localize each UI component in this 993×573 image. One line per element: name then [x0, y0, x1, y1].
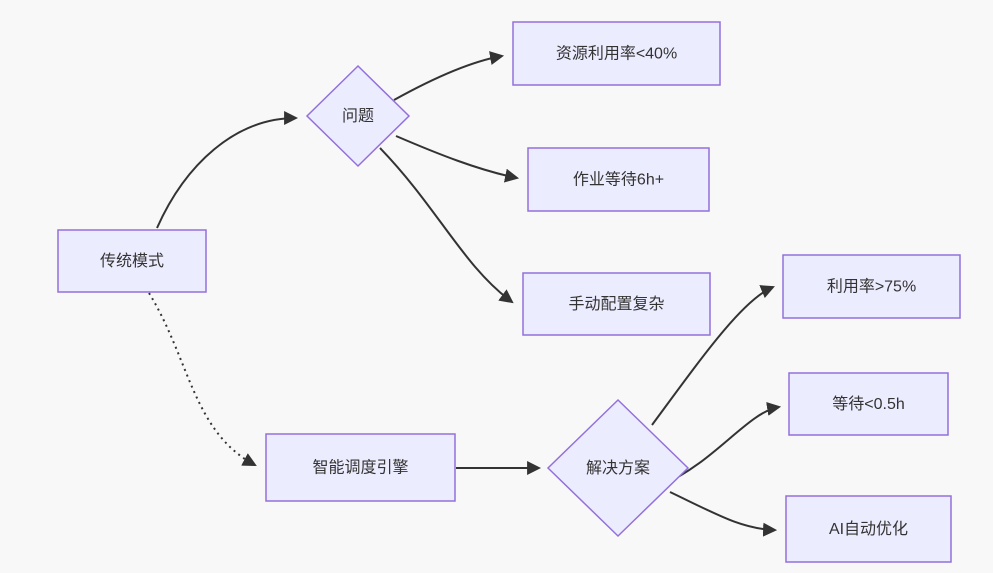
engine-box-shape: [265, 433, 456, 502]
node-wait05: 等待<0.5h: [788, 372, 949, 436]
problem-diamond-shape: [305, 64, 411, 168]
node-util75: 利用率>75%: [782, 254, 961, 319]
traditional-box-shape: [57, 229, 207, 293]
node-wait6h: 作业等待6h+: [527, 147, 710, 212]
node-engine: 智能调度引擎: [265, 433, 456, 502]
manual-box-shape: [522, 272, 711, 336]
node-label: 智能调度引擎: [312, 459, 408, 477]
node-solution: 解决方案: [546, 398, 690, 538]
node-label: 传统模式: [100, 252, 164, 270]
edge-problem-manual: [379, 147, 514, 304]
node-label: 利用率>75%: [827, 278, 916, 296]
edge-solution-aiopt: [669, 491, 778, 537]
wait6h-box-shape: [527, 147, 710, 212]
wait05-box-shape: [788, 372, 949, 436]
util40-box-shape: [512, 21, 721, 86]
node-util40: 资源利用率<40%: [512, 21, 721, 86]
node-traditional: 传统模式: [57, 229, 207, 293]
edge-solution-util75: [651, 285, 775, 426]
node-problem: 问题: [305, 64, 411, 168]
edge-traditional-problem: [156, 111, 299, 229]
node-label: 等待<0.5h: [832, 395, 905, 413]
node-label: 手动配置复杂: [568, 295, 664, 313]
edge-traditional-engine: [148, 292, 257, 466]
node-label: 解决方案: [586, 459, 650, 477]
node-label: 问题: [342, 107, 374, 125]
edge-problem-util40: [393, 51, 505, 101]
node-aiopt: AI自动优化: [785, 495, 952, 563]
node-manual: 手动配置复杂: [522, 272, 711, 336]
util75-box-shape: [782, 254, 961, 319]
node-label: 作业等待6h+: [573, 171, 664, 189]
node-label: AI自动优化: [829, 520, 908, 538]
edge-problem-wait6h: [395, 135, 520, 183]
aiopt-box-shape: [785, 495, 952, 563]
node-label: 资源利用率<40%: [556, 45, 677, 63]
solution-diamond-shape: [546, 398, 690, 538]
